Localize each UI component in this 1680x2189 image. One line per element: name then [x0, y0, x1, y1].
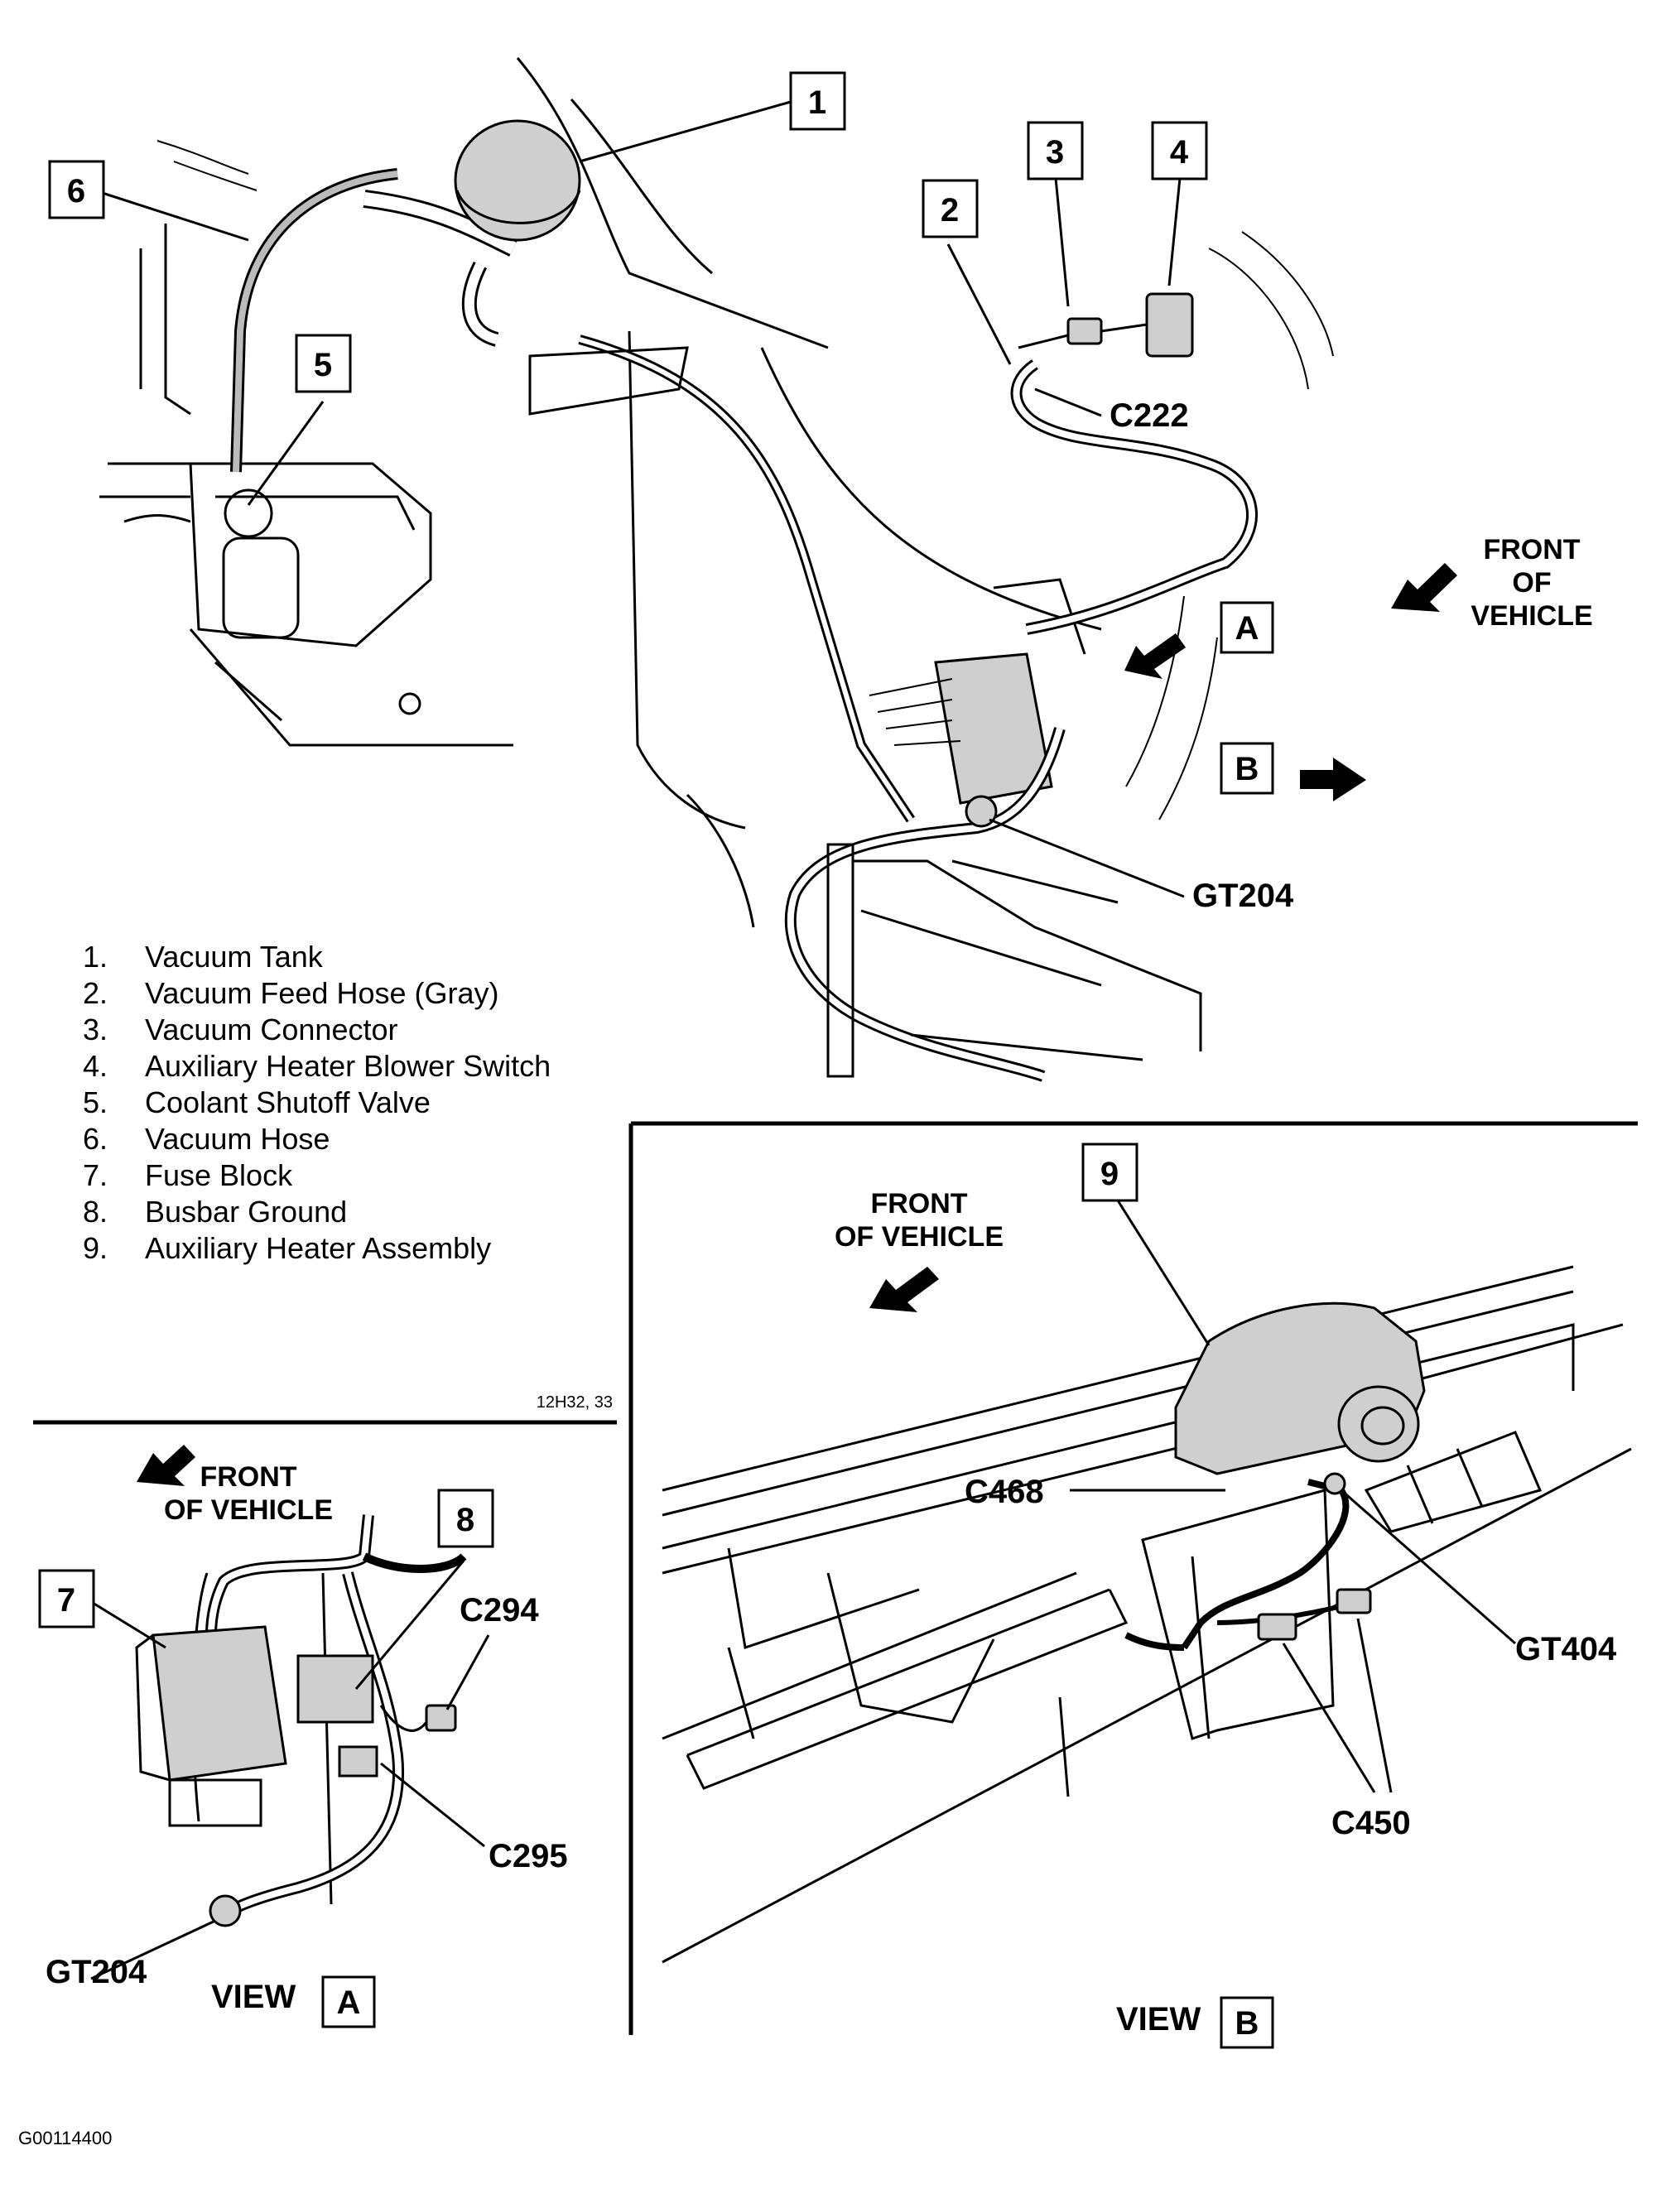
front-arrow-view-a-icon: [137, 1445, 195, 1486]
c294-label: C294: [460, 1592, 539, 1629]
callout-1: 1: [789, 71, 846, 131]
front-of-vehicle-main: FRONT OF VEHICLE: [1391, 534, 1593, 632]
front-view-a-line2: OF VEHICLE: [164, 1494, 333, 1526]
callout-6-number: 6: [67, 173, 85, 209]
view-b-caption: VIEW B: [1116, 1996, 1274, 2049]
panel-dividers: [33, 1121, 1638, 2035]
legend: 1. Vacuum Tank 2. Vacuum Feed Hose (Gray…: [83, 940, 551, 1265]
image-id: G00114400: [18, 2128, 112, 2148]
callout-9: 9: [1081, 1143, 1138, 1202]
front-arrow-view-b-icon: [869, 1267, 939, 1312]
view-a-illustration: FRONT OF VEHICLE: [135, 1445, 467, 1927]
callout-7-number: 7: [57, 1582, 75, 1619]
legend-num-3: 3.: [83, 1013, 108, 1046]
view-b-letter: B: [1235, 2005, 1259, 2042]
arrow-to-view-b-icon: [1300, 758, 1366, 801]
legend-num-1: 1.: [83, 940, 108, 974]
callout-8-number: 8: [456, 1502, 474, 1538]
front-view-b-line1: FRONT: [870, 1188, 967, 1220]
arrow-to-view-a-icon: [1124, 633, 1186, 679]
legend-text-6: Vacuum Hose: [145, 1122, 330, 1156]
callout-4: 4: [1151, 121, 1208, 180]
legend-text-9: Auxiliary Heater Assembly: [145, 1231, 491, 1265]
figure-reference: 12H32, 33: [537, 1393, 613, 1412]
front-arrow-main-icon: [1391, 563, 1457, 612]
view-a-marker-letter: A: [1235, 610, 1259, 647]
view-b-marker-main: B: [1220, 742, 1366, 801]
view-a-caption: VIEW A: [211, 1975, 376, 2028]
legend-text-8: Busbar Ground: [145, 1195, 347, 1229]
callout-7: 7: [38, 1569, 95, 1629]
legend-num-8: 8.: [83, 1195, 108, 1229]
legend-num-4: 4.: [83, 1049, 108, 1083]
callout-8: 8: [437, 1489, 494, 1548]
legend-num-6: 6.: [83, 1122, 108, 1156]
legend-num-7: 7.: [83, 1158, 108, 1192]
callout-9-number: 9: [1100, 1156, 1119, 1192]
legend-text-4: Auxiliary Heater Blower Switch: [145, 1049, 551, 1083]
leader-lines-view-b: [1070, 1200, 1516, 1793]
callout-3-number: 3: [1046, 134, 1064, 171]
callout-6: 6: [48, 160, 105, 219]
view-a-marker-main: A: [1124, 601, 1274, 679]
gt204-view-a-label: GT204: [46, 1954, 147, 1990]
legend-text-2: Vacuum Feed Hose (Gray): [145, 976, 498, 1010]
view-a-letter: A: [337, 1985, 361, 2021]
callout-3: 3: [1027, 121, 1084, 180]
legend-text-1: Vacuum Tank: [145, 940, 324, 974]
view-a-word: VIEW: [211, 1979, 296, 2015]
view-b-illustration: FRONT OF VEHICLE: [662, 1188, 1632, 1964]
front-main-line2: OF: [1512, 567, 1551, 599]
legend-num-9: 9.: [83, 1231, 108, 1265]
leader-lines-view-a: [90, 1560, 490, 1980]
legend-text-5: Coolant Shutoff Valve: [145, 1085, 431, 1119]
front-view-a-line1: FRONT: [200, 1461, 296, 1493]
view-b-word: VIEW: [1116, 2001, 1201, 2037]
callout-4-number: 4: [1170, 134, 1189, 171]
callout-1-number: 1: [808, 84, 826, 121]
c450-label: C450: [1331, 1805, 1411, 1841]
legend-text-3: Vacuum Connector: [145, 1013, 398, 1046]
callout-2-number: 2: [941, 192, 959, 229]
legend-text-7: Fuse Block: [145, 1158, 293, 1192]
c222-label: C222: [1110, 397, 1189, 434]
main-illustration: [99, 57, 1334, 1082]
callout-5-number: 5: [314, 347, 332, 383]
callout-2: 2: [922, 179, 979, 238]
c295-label: C295: [489, 1838, 568, 1874]
legend-num-2: 2.: [83, 976, 108, 1010]
view-b-marker-letter: B: [1235, 751, 1259, 787]
c468-label: C468: [965, 1474, 1044, 1510]
front-view-b-line2: OF VEHICLE: [835, 1221, 1004, 1253]
front-main-line3: VEHICLE: [1471, 600, 1592, 632]
front-main-line1: FRONT: [1483, 534, 1580, 565]
gt404-label: GT404: [1515, 1631, 1617, 1667]
legend-num-5: 5.: [83, 1085, 108, 1119]
leader-lines-main: [89, 100, 1185, 898]
gt204-main-label: GT204: [1192, 878, 1294, 914]
callout-5: 5: [295, 334, 352, 393]
